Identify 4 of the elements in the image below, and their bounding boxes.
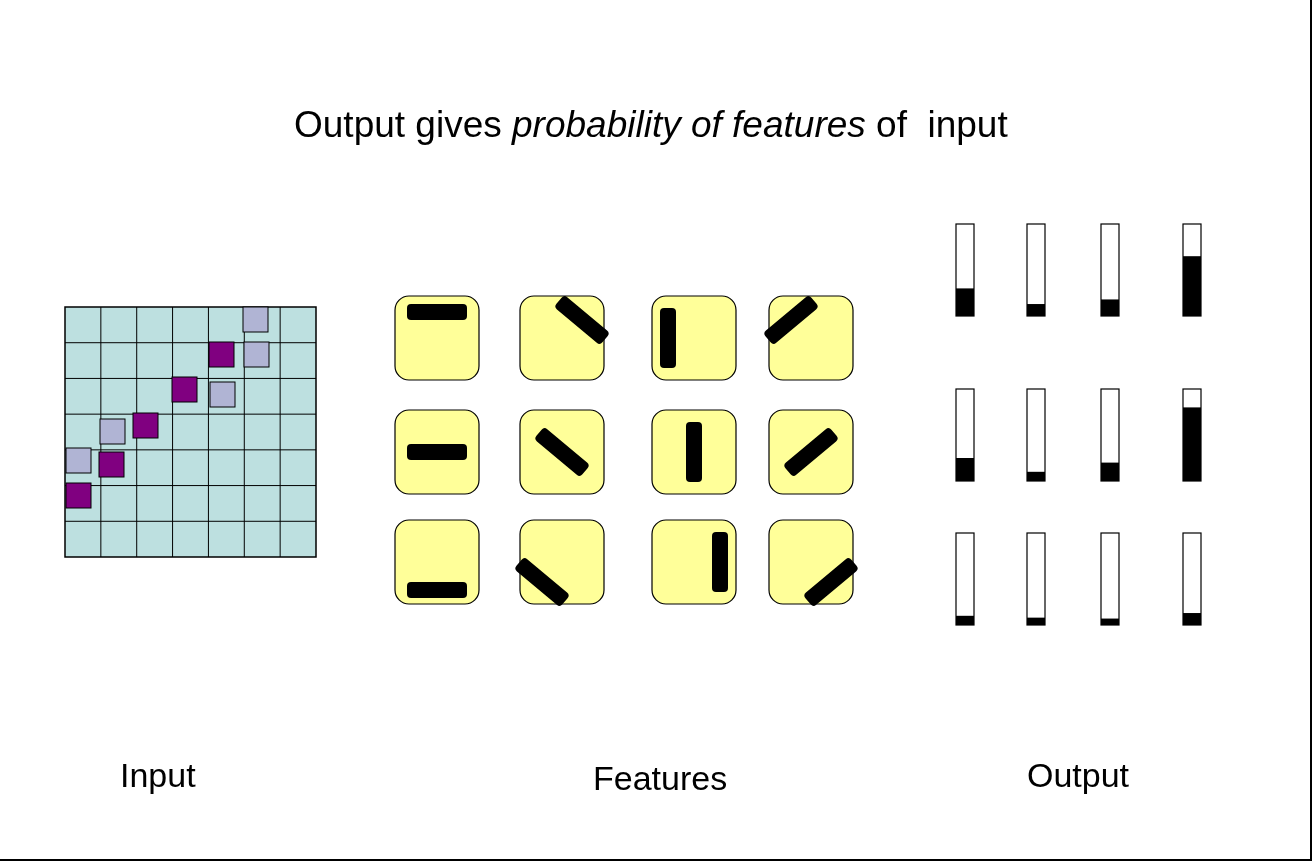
section-label: Output — [1027, 755, 1130, 795]
title: Output gives probability of features of input — [294, 106, 1008, 143]
section-label: Features — [593, 758, 728, 798]
section-label: Input — [120, 755, 196, 795]
